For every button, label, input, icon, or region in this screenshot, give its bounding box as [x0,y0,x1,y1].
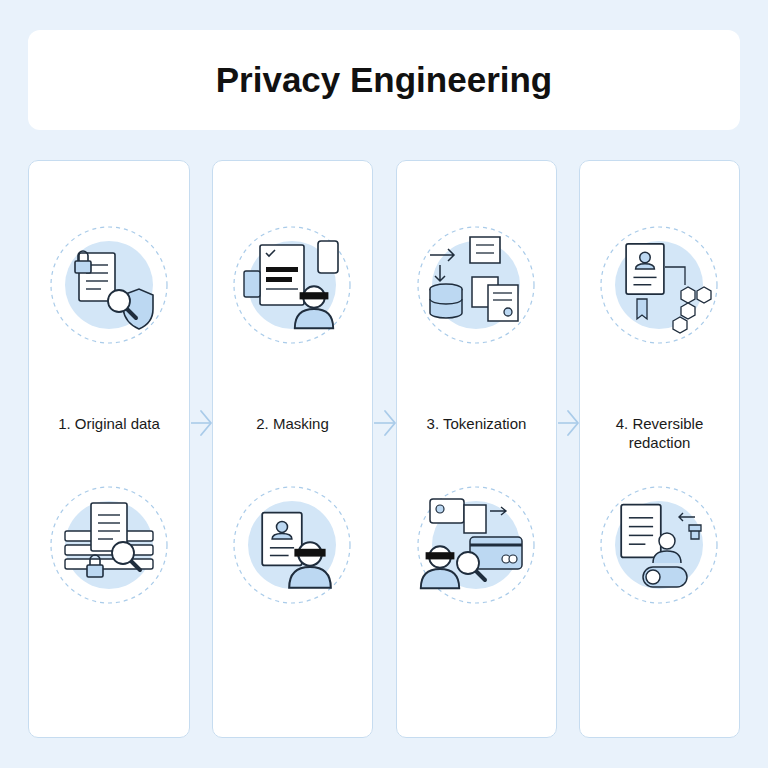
step-label: 1. Original data [39,414,179,433]
card-ground [28,160,190,738]
step-card: 2. Masking [212,160,373,738]
title-box: Privacy Engineering [28,30,740,130]
chevron-arrow [191,411,211,435]
chevron-arrow [558,411,578,435]
step-label: 4. Reversible redaction [590,414,729,452]
step-card: 4. Reversible redaction [579,160,740,738]
step-card: 3. Tokenization [396,160,557,738]
chevron-arrow [374,411,395,435]
step-label: 2. Masking [223,414,362,433]
card-ground [212,160,373,738]
card-ground [579,160,740,738]
step-card: 1. Original data [28,160,190,738]
card-ground [396,160,557,738]
step-label: 3. Tokenization [407,414,546,433]
title: Privacy Engineering [216,60,553,100]
